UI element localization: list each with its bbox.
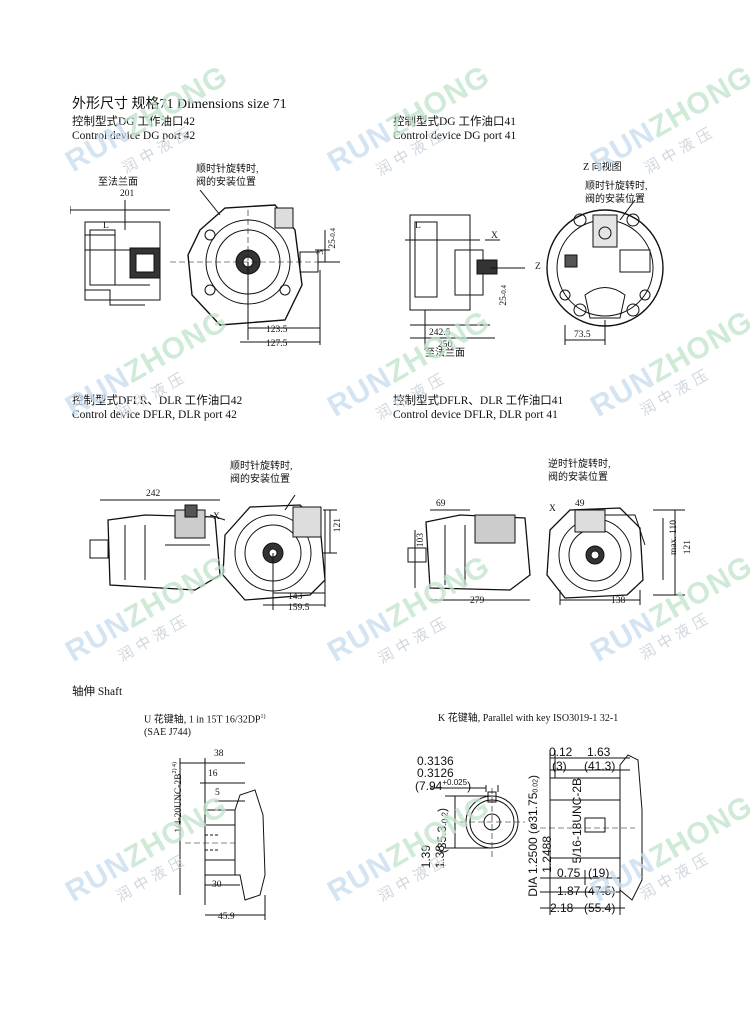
dflr41-note-ccw-2: 阀的安装位置 bbox=[548, 472, 608, 483]
shaft-u-dim-16: 16 bbox=[208, 769, 218, 779]
shaft-k-d-3: (3) bbox=[552, 759, 567, 773]
shaft-k-d-413: (41.3) bbox=[584, 759, 616, 773]
dg42-label-cn: 控制型式DG 工作油口42 bbox=[72, 116, 195, 128]
dg41-note-cw-1: 顺时针旋转时, bbox=[585, 181, 648, 192]
dflr41-drawing bbox=[407, 507, 685, 605]
shaft-u-label-2: (SAE J744) bbox=[144, 727, 191, 738]
shaft-k-d-19: (19) bbox=[588, 866, 610, 880]
dflr41-dim-279: 279 bbox=[470, 596, 485, 606]
dg42-note-cw-1: 顺时针旋转时, bbox=[196, 164, 259, 175]
shaft-k-d-187: 1.87 bbox=[557, 884, 581, 898]
shaft-u-label-1: U 花键轴, 1 in 15T 16/32DP1) bbox=[144, 714, 266, 726]
dflr42-dim-242: 242 bbox=[146, 489, 161, 499]
shaft-k-d-03126: 0.3126 bbox=[417, 766, 454, 780]
shaft-k-label: K 花键轴, Parallel with key ISO3019-1 32-1 bbox=[438, 713, 619, 724]
dflr42-note-cw-2: 阀的安装位置 bbox=[230, 474, 290, 485]
dflr42-dim-1595: 159.5 bbox=[288, 603, 310, 613]
dg41-note-cw-2: 阀的安装位置 bbox=[585, 194, 645, 205]
shaft-u-drawing bbox=[179, 758, 266, 920]
shaft-k-d-794: (7.94+0.025) bbox=[415, 778, 472, 793]
dg41-mark-z: Z bbox=[535, 262, 541, 272]
shaft-k-d-03136: 0.3136 bbox=[417, 754, 454, 768]
dflr42-note-cw-1: 顺时针旋转时, bbox=[230, 461, 293, 472]
shaft-u-dim-459: 45.9 bbox=[218, 912, 235, 922]
dflr42-dim-143: 143 bbox=[288, 592, 303, 602]
dg42-note-flange: 至法兰面 bbox=[98, 177, 138, 188]
dg41-dim-2425: 242.5 bbox=[429, 328, 451, 338]
dflr41-label-cn: 控制型式DFLR、DLR 工作油口41 bbox=[393, 395, 564, 407]
dg41-note-flange: 至法兰面 bbox=[425, 348, 465, 359]
shaft-k-d-475: (47.5) bbox=[584, 884, 616, 898]
dg41-label-cn: 控制型式DG 工作油口41 bbox=[393, 116, 516, 128]
dflr41-dim-69: 69 bbox=[436, 499, 446, 509]
dg42-dim-1275: 127.5 bbox=[266, 339, 288, 349]
dflr41-label-en: Control device DFLR, DLR port 41 bbox=[393, 409, 558, 421]
dg42-mark-l: L bbox=[103, 221, 109, 231]
dflr41-note-ccw-1: 逆时针旋转时, bbox=[548, 459, 611, 470]
dg42-dim-1235: 123.5 bbox=[266, 325, 288, 335]
dg41-mark-l: L bbox=[415, 221, 421, 231]
dg42-label-en: Control device DG port 42 bbox=[72, 130, 196, 142]
dg42-drawing bbox=[70, 190, 340, 345]
dg41-mark-x: X bbox=[491, 231, 498, 241]
dflr41-mark-x: X bbox=[549, 504, 556, 514]
shaft-k-d-163: 1.63 bbox=[587, 745, 611, 759]
dg41-dim-735: 73.5 bbox=[574, 330, 591, 340]
dflr42-label-en: Control device DFLR, DLR port 42 bbox=[72, 409, 237, 421]
dg42-dim-201: 201 bbox=[120, 189, 135, 199]
dflr41-dim-138: 138 bbox=[611, 596, 626, 606]
shaft-k-drawing bbox=[430, 750, 643, 915]
dg42-note-cw-2: 阀的安装位置 bbox=[196, 177, 256, 188]
dg41-label-en: Control device DG port 41 bbox=[393, 130, 517, 142]
page-title: 外形尺寸 规格71 Dimensions size 71 bbox=[72, 97, 287, 112]
shaft-heading: 轴伸 Shaft bbox=[72, 686, 123, 698]
dg41-drawing bbox=[405, 200, 664, 350]
dflr41-dim-49: 49 bbox=[575, 499, 585, 509]
shaft-k-d-075: 0.75 bbox=[557, 866, 581, 880]
dg41-note-z: Z 向视图 bbox=[583, 162, 622, 173]
shaft-u-dim-38: 38 bbox=[214, 749, 224, 759]
dflr42-drawing bbox=[89, 495, 337, 610]
dflr42-label-cn: 控制型式DFLR、DLR 工作油口42 bbox=[72, 395, 243, 407]
shaft-u-dim-5: 5 bbox=[215, 788, 220, 798]
dg41-dim-250: 250 bbox=[438, 340, 453, 350]
